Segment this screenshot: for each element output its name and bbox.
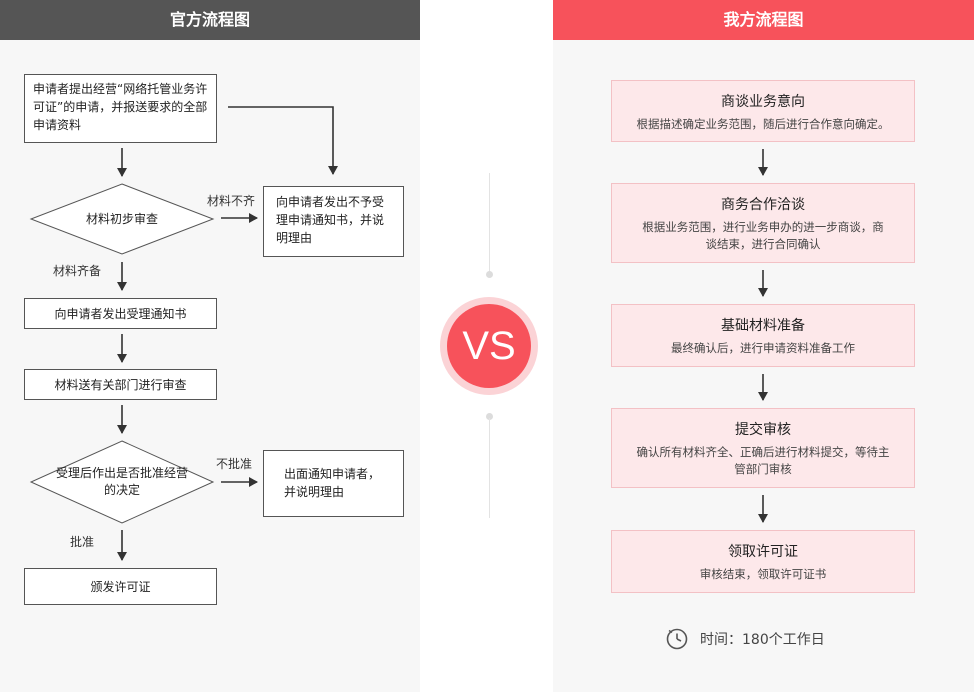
duration-text: 时间：180个工作日: [700, 632, 825, 648]
step-title: 提交审核: [735, 422, 791, 438]
step-title: 商务合作洽谈: [721, 197, 805, 213]
diamond-initial-review: 材料初步审查: [31, 184, 213, 254]
label-complete: 材料齐备: [53, 264, 102, 278]
arrow-apply-to-reject: [228, 106, 338, 175]
step-negotiate-intent: 商谈业务意向 根据描述确定业务范围，随后进行合作意向确定。: [611, 80, 915, 142]
duration-info: 时间：180个工作日: [666, 626, 825, 652]
clock-icon: [666, 628, 688, 650]
official-flowchart-connectors: [29, 106, 338, 561]
step-title: 商谈业务意向: [721, 94, 805, 110]
label-approve: 批准: [70, 535, 95, 549]
step-submit-review: 提交审核 确认所有材料齐全、正确后进行材料提交，等待主管部门审核: [611, 408, 915, 488]
diamond-decision-shape: [29, 440, 215, 524]
step-obtain-license: 领取许可证 审核结束，领取许可证书: [611, 530, 915, 593]
diamond-initial-review-shape: [29, 183, 215, 255]
our-flowchart-header: 我方流程图: [553, 0, 974, 40]
official-flowchart-panel: 官方流程图 申请者提出经营“网络托管业务许可证”的申请，并报送要求的全部申请资料…: [0, 0, 420, 692]
diamond-initial-review-label: 材料初步审查: [85, 211, 158, 226]
vs-text: VS: [447, 304, 531, 388]
step-desc: 确认所有材料齐全、正确后进行材料提交，等待主管部门审核: [636, 445, 890, 476]
notify-applicant-box: 出面通知申请者，并说明理由: [263, 450, 404, 517]
vs-dot-bottom: [486, 413, 493, 420]
diamond-decision: 受理后作出是否批准经营的决定: [55, 441, 189, 523]
label-disapprove: 不批准: [216, 457, 253, 471]
vs-divider-bottom: [489, 418, 490, 518]
step-desc: 最终确认后，进行申请资料准备工作: [671, 341, 855, 355]
apply-step-box: 申请者提出经营“网络托管业务许可证”的申请，并报送要求的全部申请资料: [24, 74, 217, 143]
step-desc: 根据描述确定业务范围，随后进行合作意向确定。: [636, 117, 890, 131]
official-flowchart-header: 官方流程图: [0, 0, 420, 40]
vs-dot-top: [486, 271, 493, 278]
step-title: 领取许可证: [728, 544, 798, 560]
our-flowchart-connectors: [758, 149, 768, 523]
diamond-decision-label: 受理后作出是否批准经营的决定: [55, 466, 188, 497]
step-material-preparation: 基础材料准备 最终确认后，进行申请资料准备工作: [611, 304, 915, 367]
step-desc: 审核结束，领取许可证书: [699, 567, 827, 581]
step-title: 基础材料准备: [721, 318, 805, 334]
vs-divider-top: [489, 173, 490, 273]
issue-license-box: 颁发许可证: [24, 568, 217, 605]
reject-notice-box: 向申请者发出不予受理申请通知书，并说明理由: [263, 186, 404, 257]
step-business-negotiation: 商务合作洽谈 根据业务范围，进行业务申办的进一步商谈，商谈结束，进行合同确认: [611, 183, 915, 263]
our-flowchart-panel: 我方流程图 商谈业务意向 根据描述确定业务范围，随后进行合作意向确定。 商务合作…: [553, 0, 974, 692]
department-review-box: 材料送有关部门进行审查: [24, 369, 217, 400]
vs-badge: VS: [440, 297, 538, 395]
label-incomplete: 材料不齐: [207, 194, 256, 208]
step-desc: 根据业务范围，进行业务申办的进一步商谈，商谈结束，进行合同确认: [642, 220, 884, 251]
accept-notice-box: 向申请者发出受理通知书: [24, 298, 217, 329]
